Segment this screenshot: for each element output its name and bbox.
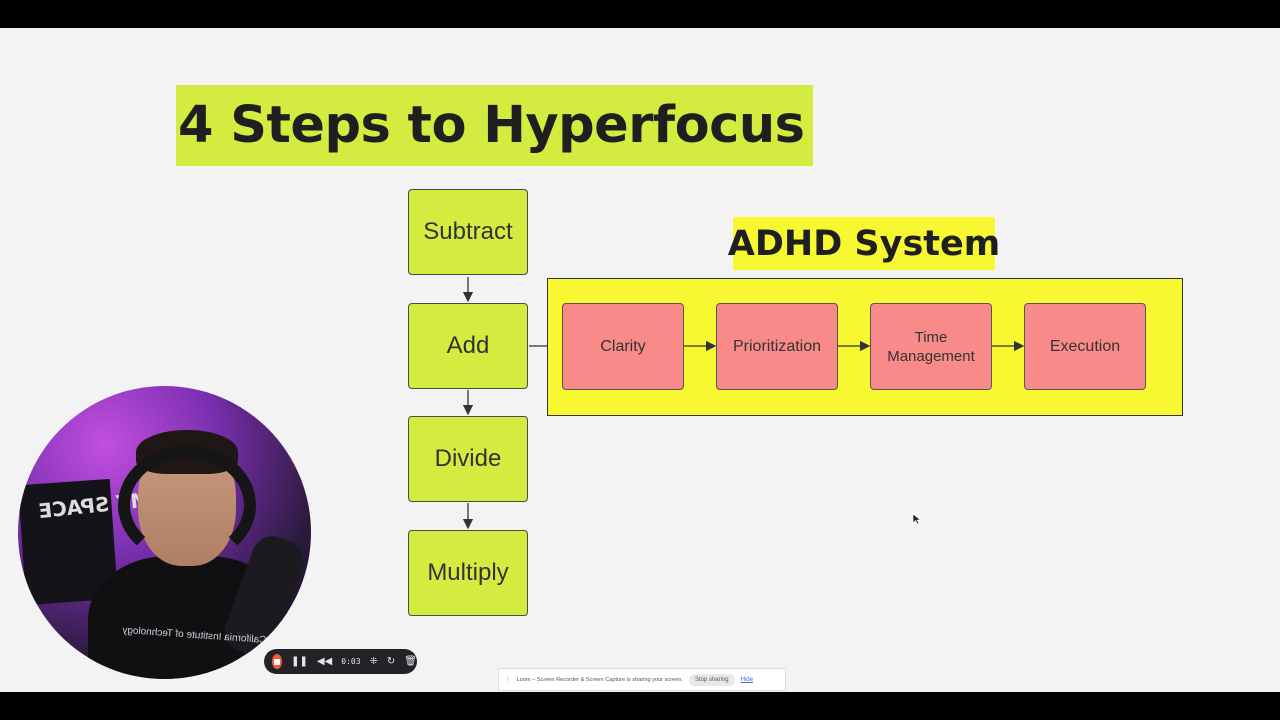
step-label: Multiply	[427, 559, 509, 586]
letterbox-top	[0, 0, 1280, 28]
system-title: ADHD System	[728, 217, 1000, 270]
page-title: 4 Steps to Hyperfocus	[178, 96, 805, 155]
system-step-label: Execution	[1049, 338, 1121, 355]
letterbox-bottom	[0, 692, 1280, 720]
grid-icon[interactable]: ⁜	[369, 655, 378, 667]
pause-icon[interactable]: ❚❚	[291, 655, 308, 667]
step-subtract: Subtract	[408, 189, 528, 275]
stop-recording-button[interactable]	[272, 654, 283, 669]
step-multiply: Multiply	[408, 530, 528, 616]
restart-icon[interactable]: ↻	[386, 655, 396, 667]
mouse-cursor-icon	[912, 513, 922, 525]
recording-controls: ❚❚ ◀◀ 0:03 ⁜ ↻ 🗑	[264, 649, 417, 674]
step-label: Subtract	[423, 218, 513, 245]
stop-sharing-button[interactable]: Stop sharing	[688, 673, 735, 686]
screen-share-notice: ⋮ Loom – Screen Recorder & Screen Captur…	[498, 668, 786, 691]
system-step-label: Time Management	[887, 328, 975, 365]
webcam-bubble[interactable]: I NEED MY SPACE Jet Propulsion Laborator…	[18, 386, 311, 679]
trash-icon[interactable]: 🗑	[404, 655, 417, 667]
step-label: Divide	[434, 445, 502, 472]
system-step-execution: Execution	[1024, 303, 1146, 390]
grip-icon[interactable]: ⋮	[505, 676, 511, 683]
share-message: Loom – Screen Recorder & Screen Capture …	[516, 676, 683, 683]
step-label: Add	[446, 332, 490, 359]
rewind-icon[interactable]: ◀◀	[316, 655, 333, 667]
system-step-label: Clarity	[600, 338, 646, 355]
system-step-time-management: Time Management	[870, 303, 992, 390]
system-step-label: Prioritization	[732, 338, 822, 355]
title-highlight: 4 Steps to Hyperfocus	[176, 85, 813, 166]
hide-link[interactable]: Hide	[740, 676, 753, 683]
step-divide: Divide	[408, 416, 528, 502]
headphones	[118, 446, 256, 564]
step-add: Add	[408, 303, 528, 389]
system-step-clarity: Clarity	[562, 303, 684, 390]
recording-timer: 0:03	[341, 657, 361, 666]
system-step-prioritization: Prioritization	[716, 303, 838, 390]
